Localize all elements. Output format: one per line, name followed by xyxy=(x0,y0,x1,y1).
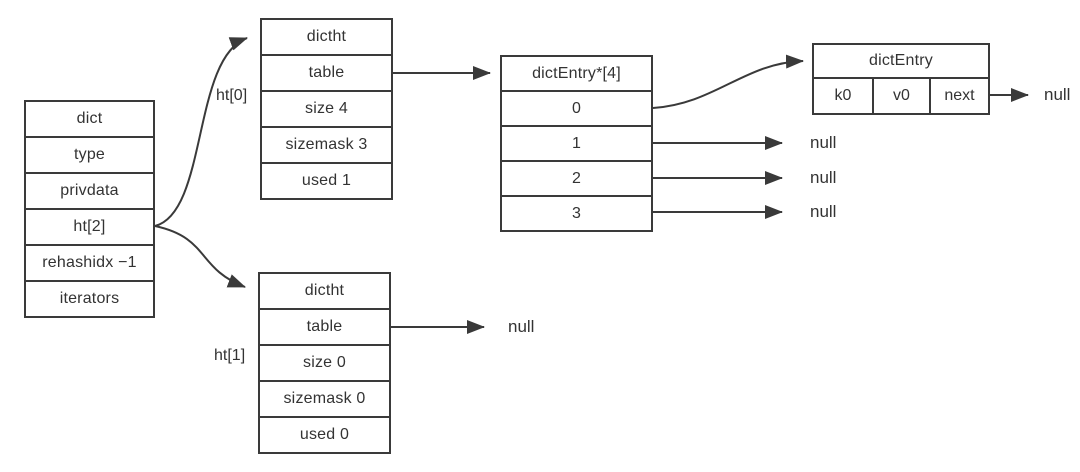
ht1-pointer-label: ht[1] xyxy=(214,347,246,364)
dict-row-privdata: privdata xyxy=(26,172,153,208)
entry-array-slot-3: 3 xyxy=(502,195,651,230)
dictht0-row-title: dictht xyxy=(262,20,391,54)
null-label-next: null xyxy=(1044,85,1071,104)
arrow-ht2-to-dictht0 xyxy=(154,37,248,227)
null-label-slot1: null xyxy=(810,133,837,152)
null-label-slot2: null xyxy=(810,168,837,187)
dictentry-header: dictEntry xyxy=(814,45,988,77)
dictht1-row-used: used 0 xyxy=(260,416,389,452)
arrow-ht2-to-dictht1 xyxy=(154,225,246,288)
dict-row-ht2: ht[2] xyxy=(26,208,153,244)
dict-row-type: type xyxy=(26,136,153,172)
entry-array-header: dictEntry*[4] xyxy=(502,57,651,90)
null-label-slot3: null xyxy=(810,202,837,221)
dictht0-row-table: table xyxy=(262,54,391,90)
entry-array-slot-1: 1 xyxy=(502,125,651,160)
dict-row-title: dict xyxy=(26,102,153,136)
dictht0-box: dictht table size 4 sizemask 3 used 1 xyxy=(260,18,393,200)
dictht1-row-table: table xyxy=(260,308,389,344)
dictentry-cell-k0: k0 xyxy=(834,87,852,104)
dict-row-rehashidx: rehashidx −1 xyxy=(26,244,153,280)
dictht0-row-used: used 1 xyxy=(262,162,391,198)
arrow-slot0-to-dictentry xyxy=(652,54,804,109)
dict-box: dict type privdata ht[2] rehashidx −1 it… xyxy=(24,100,155,318)
entry-array-box: dictEntry*[4] 0 1 2 3 xyxy=(500,55,653,232)
entry-array-slot-0: 0 xyxy=(502,90,651,125)
null-label-ht1-table: null xyxy=(508,317,535,336)
dictht0-row-size: size 4 xyxy=(262,90,391,126)
dictentry-cell-next: next xyxy=(929,79,988,113)
dictht1-box: dictht table size 0 sizemask 0 used 0 xyxy=(258,272,391,454)
dictht1-row-sizemask: sizemask 0 xyxy=(260,380,389,416)
dict-row-iterators: iterators xyxy=(26,280,153,316)
ht0-pointer-label: ht[0] xyxy=(216,87,248,104)
dictht1-row-size: size 0 xyxy=(260,344,389,380)
dictht0-row-sizemask: sizemask 3 xyxy=(262,126,391,162)
dictht1-row-title: dictht xyxy=(260,274,389,308)
dictentry-cell-v0: v0 xyxy=(872,79,929,113)
entry-array-slot-2: 2 xyxy=(502,160,651,195)
dictentry-box: dictEntry k0 v0 next xyxy=(812,43,990,115)
